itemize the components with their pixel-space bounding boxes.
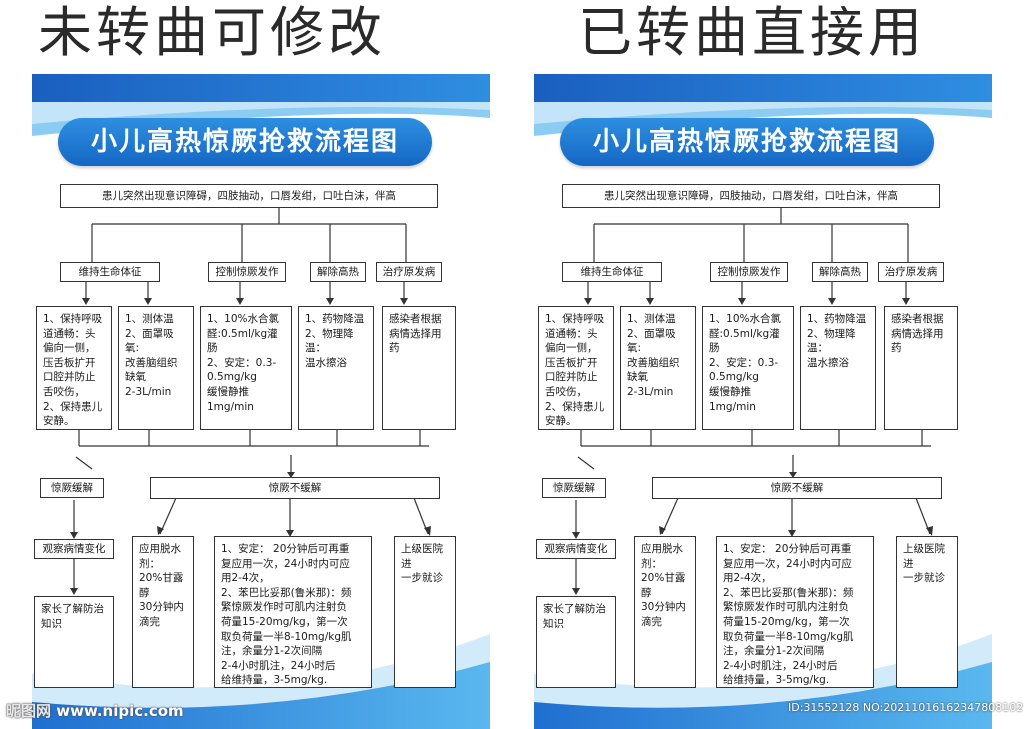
family-education-box: 家长了解防治 知识	[536, 596, 616, 688]
step-infection: 感染者根据 病情选择用 药	[382, 306, 456, 430]
mannitol-box: 应用脱水 剂： 20%甘露 醇 30分钟内 滴完	[634, 536, 696, 688]
step-infection: 感染者根据 病情选择用 药	[884, 306, 958, 430]
site-logo: 昵图网	[6, 702, 52, 720]
category-control-seizure: 控制惊厥发作	[710, 262, 788, 282]
category-vital-signs: 维持生命体征	[60, 262, 160, 282]
panel-background	[534, 74, 992, 729]
not-relieved-box: 惊厥不缓解	[150, 477, 440, 499]
transfer-box: 上级医院进 一步就诊	[394, 536, 456, 688]
panel-background	[32, 74, 490, 729]
category-vital-signs: 维持生命体征	[562, 262, 662, 282]
flowchart-panel-left: 小儿高热惊厥抢救流程图	[32, 74, 490, 729]
right-title: 已转曲直接用	[578, 1, 926, 64]
connector-lines	[70, 208, 431, 595]
flowchart-panel-right: 小儿高热惊厥抢救流程图	[534, 74, 992, 729]
site-url: www.nipic.com	[56, 702, 184, 720]
step-cooling: 1、药物降温 2、物理降温： 温水擦浴	[800, 306, 876, 430]
left-title: 未转曲可修改	[38, 1, 386, 64]
category-reduce-fever: 解除高热	[812, 262, 868, 282]
start-box: 患儿突然出现意识障碍，四肢抽动，口唇发绀，口吐白沫，伴高	[60, 184, 438, 208]
transfer-box: 上级医院进 一步就诊	[896, 536, 958, 688]
watermark-site: 昵图网 www.nipic.com	[6, 700, 184, 721]
not-relieved-box: 惊厥不缓解	[652, 477, 942, 499]
category-reduce-fever: 解除高热	[310, 262, 366, 282]
start-box: 患儿突然出现意识障碍，四肢抽动，口唇发绀，口吐白沫，伴高	[562, 184, 940, 208]
observe-box: 观察病情变化	[34, 539, 114, 559]
step-chloral-hydrate: 1、10%水合氯 醛:0.5ml/kg灌 肠 2、安定：0.3- 0.5mg/k…	[702, 306, 794, 430]
category-treat-primary: 治疗原发病	[878, 262, 944, 282]
step-chloral-hydrate: 1、10%水合氯 醛:0.5ml/kg灌 肠 2、安定：0.3- 0.5mg/k…	[200, 306, 292, 430]
watermark-image-id: ID:31552128 NO:20211016162347808102	[788, 701, 1024, 714]
step-airway: 1、保持呼吸 道通畅：头 偏向一侧， 压舌板扩开 口腔并防止 舌咬伤， 2、保持…	[36, 306, 112, 430]
category-control-seizure: 控制惊厥发作	[208, 262, 286, 282]
step-oxygen: 1、测体温 2、面罩吸氧: 改善脑组织 缺氧 2-3L/min	[620, 306, 696, 430]
observe-box: 观察病情变化	[536, 539, 616, 559]
step-oxygen: 1、测体温 2、面罩吸氧: 改善脑组织 缺氧 2-3L/min	[118, 306, 194, 430]
step-cooling: 1、药物降温 2、物理降温： 温水擦浴	[298, 306, 374, 430]
relieved-box: 惊厥缓解	[542, 478, 606, 498]
anticonvulsant-box: 1、安定： 20分钟后可再重 复应用一次，24小时内可应 用2-4次， 2、苯巴…	[214, 536, 372, 688]
category-treat-primary: 治疗原发病	[376, 262, 442, 282]
flowchart-title: 小儿高热惊厥抢救流程图	[560, 118, 934, 166]
relieved-box: 惊厥缓解	[40, 478, 104, 498]
anticonvulsant-box: 1、安定： 20分钟后可再重 复应用一次，24小时内可应 用2-4次， 2、苯巴…	[716, 536, 874, 688]
mannitol-box: 应用脱水 剂： 20%甘露 醇 30分钟内 滴完	[132, 536, 194, 688]
flowchart-title: 小儿高热惊厥抢救流程图	[58, 118, 432, 166]
family-education-box: 家长了解防治 知识	[34, 596, 114, 688]
connector-lines	[572, 208, 933, 595]
step-airway: 1、保持呼吸 道通畅：头 偏向一侧， 压舌板扩开 口腔并防止 舌咬伤， 2、保持…	[538, 306, 614, 430]
